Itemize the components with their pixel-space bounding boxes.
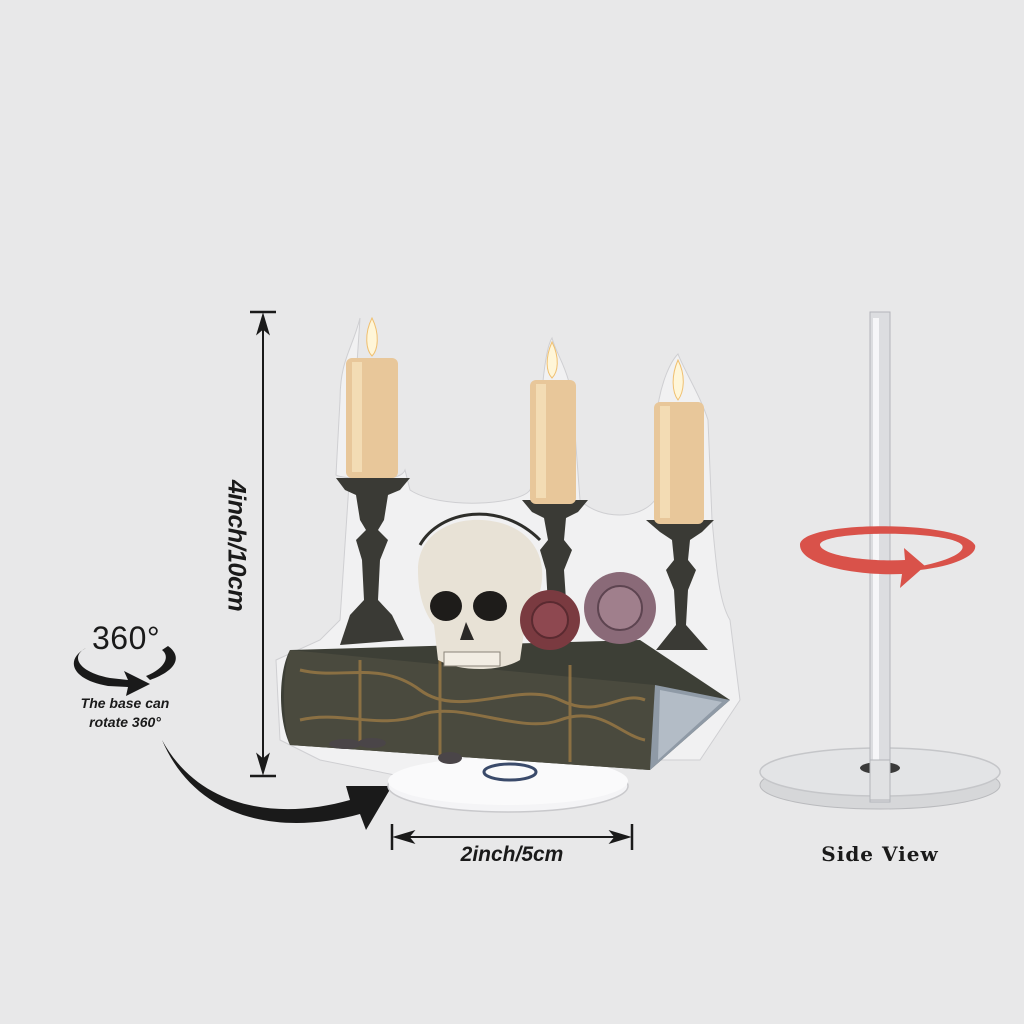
skull-illustration — [418, 512, 543, 669]
width-dimension-label: 2inch/5cm — [460, 843, 564, 866]
height-dimension-line — [250, 310, 276, 778]
height-text: 4inch/10cm — [222, 479, 251, 612]
candle-middle — [530, 340, 576, 504]
candle-left — [346, 316, 398, 478]
rotation-arrow-icon — [800, 526, 976, 588]
side-view-image — [759, 311, 1001, 810]
candlestick-middle — [522, 500, 588, 605]
scattered-petals — [329, 738, 462, 764]
curved-arrow-icon — [162, 740, 392, 830]
rotate-360-icon — [73, 646, 176, 696]
rotate-360-number: 360° — [92, 620, 161, 656]
side-view-label: Side View — [821, 842, 939, 866]
candle-right — [654, 358, 704, 524]
width-dimension-line — [390, 824, 634, 850]
rotate-note: The base can rotate 360° — [60, 694, 190, 732]
candlestick-left — [336, 478, 410, 645]
product-image — [275, 316, 741, 813]
roses-illustration — [520, 572, 656, 650]
rotate-note-line1: The base can — [80, 695, 170, 711]
candlestick-right — [646, 520, 714, 650]
rotate-note-line2: rotate 360° — [89, 714, 161, 730]
